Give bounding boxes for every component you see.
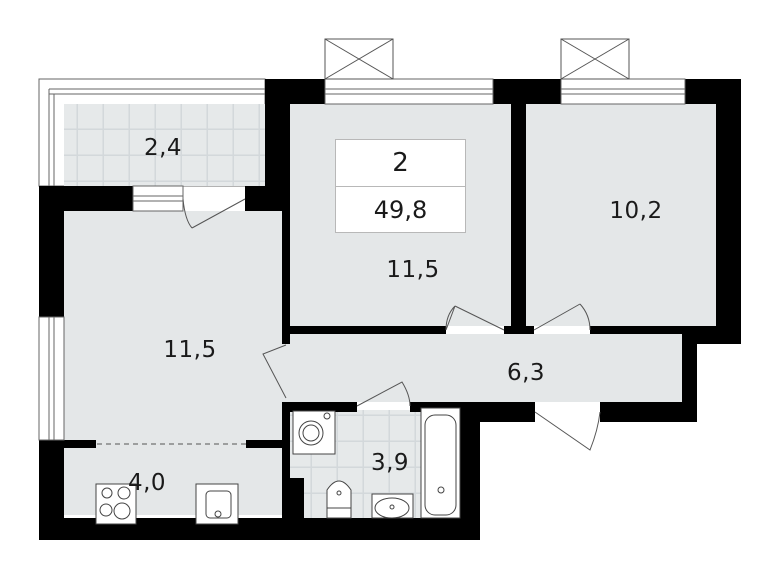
bedroom-2-area-label: 10,2 (609, 198, 663, 224)
apartment-summary: 2 49,8 (335, 139, 466, 233)
total-area: 49,8 (373, 196, 428, 224)
bedroom-1-area-label: 11,5 (386, 257, 440, 283)
kitchen-area-label: 4,0 (127, 470, 167, 496)
hallway-floor (282, 334, 682, 402)
living-room-floor (64, 211, 282, 447)
bathroom-area-label: 3,9 (370, 450, 410, 476)
fixtures (95, 407, 461, 525)
ac-unit-icons (324, 38, 630, 80)
toilet-icon (326, 480, 352, 519)
living-room-area-label: 11,5 (163, 337, 217, 363)
windows (38, 78, 686, 441)
bedroom-2-floor (526, 104, 716, 326)
balcony-glazing (38, 78, 266, 187)
room-count: 2 (336, 140, 465, 187)
doors (97, 198, 601, 451)
balcony-area-label: 2,4 (143, 135, 183, 161)
hallway-area-label: 6,3 (506, 360, 546, 386)
walls (39, 79, 741, 540)
